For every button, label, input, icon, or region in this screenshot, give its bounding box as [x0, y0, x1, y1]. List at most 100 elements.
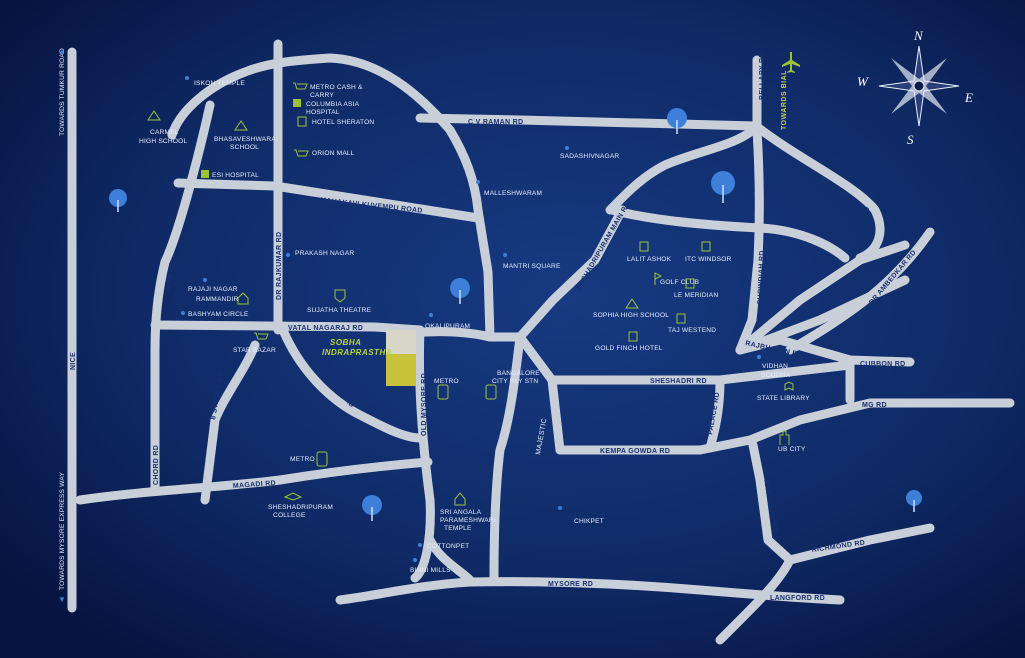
down-arrow-icon: ▼ — [58, 595, 66, 604]
place-dot — [565, 146, 569, 150]
place-lalit: LALIT ASHOK — [627, 256, 672, 263]
place-rajaji: RAJAJI NAGAR — [188, 286, 238, 293]
place-mantri: MANTRI SQUARE — [503, 263, 561, 270]
compass-e: E — [964, 90, 973, 105]
compass-n: N — [913, 28, 924, 43]
place-chikpet: CHIKPET — [574, 518, 604, 525]
hotel-icon — [639, 241, 649, 252]
hospital-icon — [293, 99, 301, 107]
building-icon — [779, 430, 790, 445]
edge-label-bial: TOWARDS BIAL — [781, 70, 788, 130]
temple-icon — [237, 292, 249, 305]
place-angala-1: SRI ANGALA — [440, 509, 482, 516]
place-cottonpet: COTTONPET — [427, 543, 469, 550]
place-sheshadripuram-1: SHESHADRIPURAM — [268, 504, 333, 511]
hotel-icon — [628, 331, 638, 342]
place-sophia: SOPHIA HIGH SCHOOL — [593, 312, 669, 319]
place-metro: METRO — [434, 378, 459, 385]
compass-w: W — [857, 74, 869, 89]
road-label-kempa-gowda: KEMPA GOWDA RD — [600, 448, 670, 455]
tree-icon — [667, 108, 687, 134]
compass-s: S — [907, 132, 914, 147]
road-label-mysore: MYSORE RD — [548, 581, 593, 588]
place-dot — [757, 355, 761, 359]
place-star: STAR BAZAR — [233, 347, 276, 354]
place-dot — [185, 76, 189, 80]
road-label-chowdiah: CHOWDIAH RD — [757, 250, 766, 305]
project-name-line1: SOBHA — [330, 338, 361, 347]
place-blr-1: BANGALORE — [497, 370, 540, 377]
road-label-langford: LANGFORD RD — [770, 595, 825, 602]
place-sheshadripuram-2: COLLEGE — [273, 512, 306, 519]
road-label-mg: MG RD — [862, 402, 887, 409]
edge-labels: TOWARDS TUMKUR ROAD ▲ TOWARDS MYSORE EXP… — [58, 47, 800, 604]
place-bhasa-2: SCHOOL — [230, 144, 259, 151]
place-bashyam: BASHYAM CIRCLE — [188, 311, 249, 318]
place-library: STATE LIBRARY — [757, 395, 810, 402]
place-columbia-1: COLUMBIA ASIA — [306, 101, 360, 108]
place-malleshwaram: MALLESHWARAM — [484, 190, 542, 197]
tree-icon — [109, 189, 127, 212]
place-taj: TAJ WESTEND — [668, 327, 716, 334]
place-dot — [181, 311, 185, 315]
place-dot — [286, 253, 290, 257]
place-esi: ESI HOSPITAL — [212, 172, 259, 179]
place-metro-2: METRO — [290, 456, 315, 463]
cart-icon — [293, 82, 308, 90]
theatre-icon — [334, 289, 346, 303]
cart-icon — [254, 332, 269, 340]
road-label-cv-raman: C V RAMAN RD — [468, 119, 523, 126]
place-dot — [558, 506, 562, 510]
place-angala-3: TEMPLE — [444, 525, 472, 532]
place-metro-cash-1: METRO CASH & — [310, 84, 363, 91]
place-orion: ORION MALL — [312, 150, 355, 157]
place-dot — [503, 253, 507, 257]
up-arrow-icon: ▲ — [58, 47, 66, 56]
project-name-line2: INDRAPRASTHA — [322, 348, 392, 357]
road-label-vatal: VATAL NAGARAJ RD — [288, 325, 363, 332]
hospital-icon — [201, 170, 209, 178]
road-label-bellary: BELLARY RD — [759, 52, 766, 100]
road-network — [67, 39, 1015, 645]
road-label-cubbon: CUBBON RD — [860, 361, 905, 368]
road-label-magadi: MAGADI RD — [233, 480, 277, 490]
place-itc: ITC WINDSOR — [685, 256, 732, 263]
tree-icon — [711, 171, 735, 203]
hotel-icon — [297, 116, 307, 127]
road-label-chord: CHORD RD — [153, 445, 160, 485]
place-prakash: PRAKASH NAGAR — [295, 250, 354, 257]
place-dot — [413, 558, 417, 562]
cart-icon — [294, 149, 309, 157]
place-meridian: LE MERIDIAN — [674, 292, 718, 299]
college-icon — [283, 492, 303, 501]
place-carmel-1: CARMEL — [150, 129, 179, 136]
school-icon — [625, 298, 639, 309]
place-metro-cash-2: CARRY — [310, 92, 334, 99]
place-bhasa-1: BHASAVESHWARA — [214, 136, 276, 143]
place-dot — [418, 543, 422, 547]
place-dot — [203, 278, 207, 282]
temple-icon — [454, 492, 466, 506]
road-label-sheshadri: SHESHADRI RD — [650, 378, 707, 385]
school-icon — [147, 110, 161, 121]
metro-icon — [437, 384, 449, 400]
place-sujatha: SUJATHA THEATRE — [307, 307, 372, 314]
trees — [109, 108, 922, 521]
project-sobha-indraprastha: SOBHA INDRAPRASTHA — [322, 330, 416, 386]
place-sheraton: HOTEL SHERATON — [312, 119, 374, 126]
compass-rose: N S E W — [857, 28, 973, 147]
road-label-old-mysore: OLD MYSORE RD — [421, 373, 428, 436]
airplane-icon — [782, 52, 800, 73]
place-columbia-2: HOSPITAL — [306, 109, 340, 116]
place-vidhan-1: VIDHAN — [762, 363, 788, 370]
edge-label-tumkur: TOWARDS TUMKUR ROAD — [59, 48, 66, 136]
place-iskon: ISKON TEMPLE — [194, 80, 245, 87]
edge-label-mysore-expressway: TOWARDS MYSORE EXPRESS WAY — [59, 472, 66, 590]
place-angala-2: PARAMESHWARI — [440, 517, 496, 524]
hotel-icon — [685, 278, 695, 289]
place-goldfinch: GOLD FINCH HOTEL — [595, 345, 663, 352]
place-golf: GOLF CLUB — [660, 279, 700, 286]
tree-icon — [362, 495, 382, 521]
place-okalipuram: OKALIPURAM — [425, 323, 470, 330]
